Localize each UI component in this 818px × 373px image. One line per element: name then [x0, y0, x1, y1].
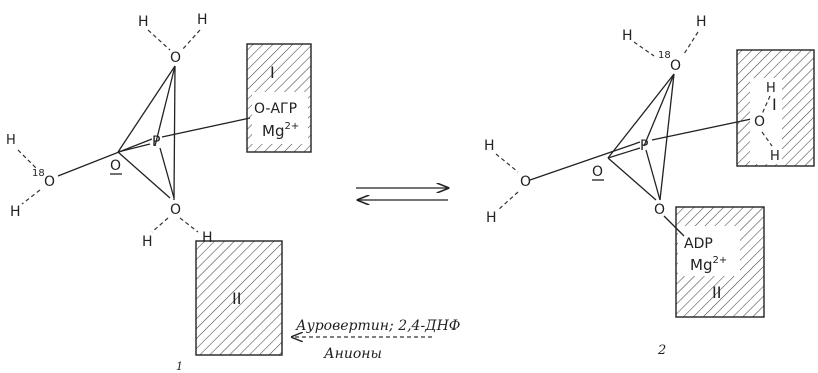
- site-I-label-right: I: [772, 95, 777, 114]
- bond-ounder-obottom: [117, 151, 171, 199]
- hbond-top-right: [181, 29, 201, 51]
- right-scheme: H H 18 O P O O H O H I O H H: [484, 14, 815, 358]
- hbond-bottom-right: [179, 217, 199, 233]
- mg-label-right: Mg2+: [690, 255, 727, 274]
- atom-h-bottom-right: H: [202, 230, 213, 246]
- scheme-number-1: 1: [176, 360, 183, 373]
- mg-label-left: Mg2+: [262, 121, 299, 140]
- atom-o-water-right: O: [520, 174, 531, 190]
- atom-h-water-top-right: H: [484, 138, 495, 154]
- bond-otop-p: [154, 65, 176, 147]
- label-bg-box1-left: [252, 92, 308, 144]
- bond-ounder-p-right: [607, 147, 641, 159]
- site-I-label-left: I: [270, 63, 275, 82]
- atom-h-top-right: H: [197, 12, 208, 28]
- atom-h-water-bottom-right: H: [486, 210, 497, 226]
- atom-h-water-bottom: H: [10, 204, 21, 220]
- atom-h-top-left: H: [138, 14, 149, 30]
- hbond-water-bottom-right: [497, 191, 519, 211]
- bond-ounder-obottom-right: [607, 157, 657, 201]
- atom-h-water-top: H: [6, 133, 16, 148]
- hbond-box1-top: [761, 95, 771, 115]
- left-scheme: H H O P O O H H H 18 O H I O-АГР: [6, 12, 460, 373]
- atom-o18-top-right: O: [670, 58, 681, 74]
- atom-p-right: P: [640, 138, 648, 154]
- adp-label: ADP: [684, 236, 713, 252]
- bond-water-p: [57, 138, 153, 177]
- bond-otop-ounder: [117, 65, 176, 153]
- atom-h-box1-top: H: [766, 81, 776, 96]
- inhibitor-label: Ауровертин; 2,4-ДНФ: [295, 318, 460, 334]
- bond-p-box1: [161, 117, 251, 138]
- anions-label: Анионы: [323, 346, 382, 362]
- scheme-number-2: 2: [657, 343, 666, 358]
- atom-h-box1-bottom: H: [770, 149, 780, 164]
- equilibrium-arrows: [356, 188, 448, 200]
- o-atp-label: O-АГР: [254, 101, 297, 117]
- atom-o-bottom-right: O: [654, 202, 665, 218]
- atom-o-under-right: O: [592, 164, 603, 180]
- site-II-label-left: II: [232, 289, 241, 308]
- atom-o-bottom: O: [170, 202, 181, 218]
- enzyme-site-II-left: [195, 240, 283, 356]
- bond-obottom-adp: [663, 215, 685, 237]
- atom-h-top-right-right: H: [696, 14, 707, 30]
- hbond-top-right-right: [683, 31, 699, 55]
- bond-otop-obottom: [173, 65, 176, 201]
- hbond-box1-bottom: [761, 131, 773, 147]
- hbond-top-left-right: [633, 41, 655, 57]
- isotope-18-left: 18: [32, 168, 45, 179]
- hbond-water-top-right: [495, 153, 519, 173]
- atom-p: P: [152, 134, 160, 150]
- bond-otop-p-right: [643, 73, 675, 147]
- hbond-bottom-left: [151, 217, 169, 233]
- bond-p-obottom-right: [645, 149, 661, 201]
- atom-o-box1-right: O: [754, 114, 765, 130]
- hbond-water-top: [17, 149, 37, 169]
- label-bg-box2-right: [678, 226, 740, 276]
- atom-o18-water: O: [44, 174, 55, 190]
- atom-o-under: O: [110, 158, 121, 174]
- label-bg-box1-right: [750, 78, 782, 164]
- hbond-water-bottom: [21, 189, 41, 205]
- atom-h-top-left-right: H: [622, 28, 633, 44]
- isotope-18-right: 18: [658, 50, 671, 61]
- hbond-top-left: [147, 29, 171, 51]
- bond-p-obottom: [159, 147, 175, 199]
- bond-otop-ounder-right: [607, 73, 675, 159]
- atom-h-bottom-left: H: [142, 234, 153, 250]
- atom-o-top: O: [170, 50, 181, 66]
- site-II-label-right: II: [712, 283, 721, 302]
- bond-water-p-right: [529, 141, 641, 181]
